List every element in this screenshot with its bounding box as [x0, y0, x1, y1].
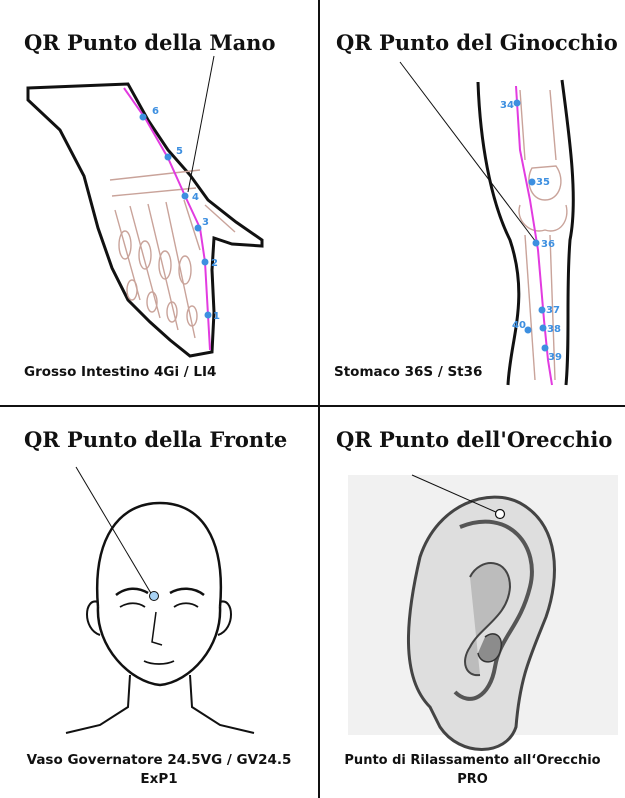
- caption-line: ExP1: [0, 770, 318, 789]
- point-label: 2: [211, 258, 218, 269]
- point-label: 4: [192, 192, 199, 203]
- point-label: 5: [176, 146, 183, 157]
- point-label: 35: [536, 177, 550, 188]
- hand-point-panel: QR Punto della Mano: [0, 0, 318, 405]
- knee-point-panel: QR Punto del Ginocchio 34: [320, 0, 625, 405]
- point-label: 1: [213, 311, 220, 322]
- panel-caption: Stomaco 36S / St36: [334, 364, 482, 380]
- ear-illustration: [320, 407, 625, 798]
- knee-illustration: 34 35 36 37 38 39 40: [320, 0, 625, 405]
- caption-line: PRO: [320, 770, 625, 789]
- point-label: 6: [152, 106, 159, 117]
- panel-caption: Vaso Governatore 24.5VG / GV24.5 ExP1: [0, 751, 318, 789]
- caption-line: Vaso Governatore 24.5VG / GV24.5: [0, 751, 318, 770]
- point-label: 39: [548, 352, 562, 363]
- point-label: 38: [547, 324, 561, 335]
- caption-line: Punto di Rilassamento all‘Orecchio: [320, 751, 625, 770]
- ear-point-panel: QR Punto dell'Orecchio Punto di Rilassam…: [320, 407, 625, 798]
- panel-caption: Grosso Intestino 4Gi / LI4: [24, 364, 216, 380]
- panel-caption: Punto di Rilassamento all‘Orecchio PRO: [320, 751, 625, 789]
- point-label: 36: [541, 239, 555, 250]
- point-label: 37: [546, 305, 560, 316]
- face-illustration: [0, 407, 318, 798]
- forehead-point-panel: QR Punto della Fronte Vas: [0, 407, 318, 798]
- point-label: 34: [500, 100, 514, 111]
- hand-illustration: 6 5 4 3 2 1: [0, 0, 318, 405]
- point-label: 3: [202, 217, 209, 228]
- point-label: 40: [512, 320, 526, 331]
